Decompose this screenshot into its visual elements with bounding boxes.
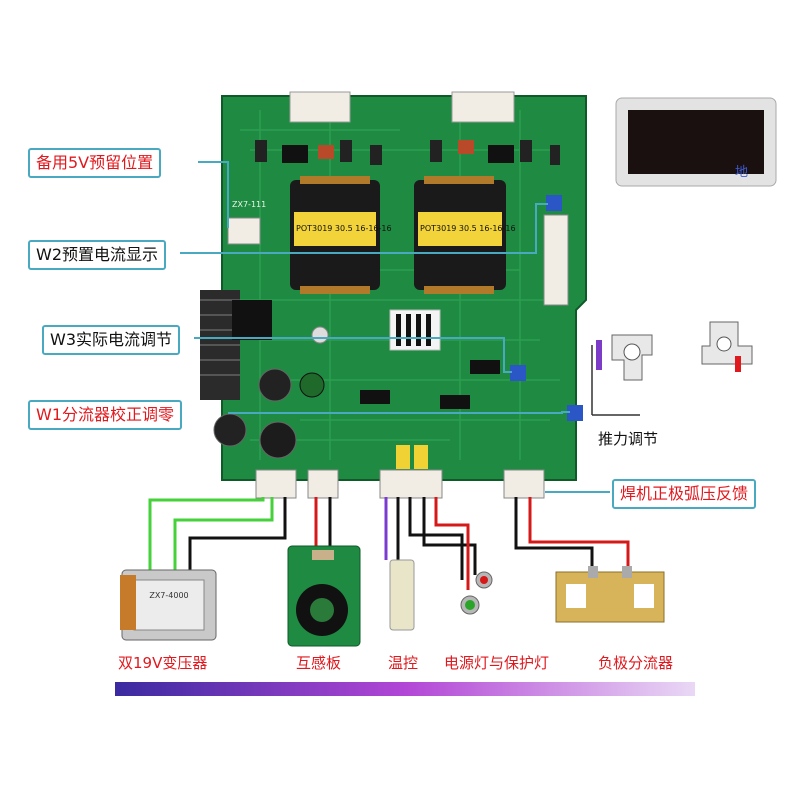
callout-w2-display: W2预置电流显示 [28, 240, 167, 270]
board-marking: ZX7-111 [232, 200, 267, 209]
callout-w1-zero: W1分流器校正调零 [28, 400, 183, 430]
heatsink [200, 290, 272, 400]
negative-shunt [555, 566, 665, 623]
dual-19v-transformer: ZX7-4000 [120, 569, 217, 641]
transformer-label-right: POT3019 30.5 16-16-16 [420, 224, 516, 233]
label-temp-control: 温控 [388, 654, 419, 672]
temperature-switch [389, 559, 415, 631]
current-display-meter: 地 [615, 97, 777, 187]
leader-lines [180, 161, 610, 493]
mutual-inductance-board [287, 545, 361, 647]
indicator-lamps [460, 571, 493, 615]
label-power-lamp: 电源灯与保护灯 [444, 654, 550, 672]
pulse-transformer-right [414, 176, 506, 294]
svg-text:ZX7-4000: ZX7-4000 [149, 591, 188, 600]
push-force-potentiometer [591, 321, 753, 416]
pulse-transformer-left [290, 176, 380, 294]
control-pcb [200, 91, 587, 499]
callout-w3-adjust: W3实际电流调节 [42, 325, 181, 355]
label-shunt: 负极分流器 [598, 654, 674, 672]
label-push-force: 推力调节 [598, 430, 659, 448]
label-mutual-board: 互感板 [296, 654, 342, 672]
wires [148, 497, 630, 590]
callout-spare-5v: 备用5V预留位置 [28, 148, 162, 178]
label-transformer: 双19V变压器 [118, 654, 208, 672]
transformer-label-left: POT3019 30.5 16-16-16 [296, 224, 392, 233]
meter-text: 地 [735, 165, 748, 180]
callout-arc-feedback: 焊机正极弧压反馈 [612, 479, 757, 509]
decorative-bar [115, 682, 695, 696]
